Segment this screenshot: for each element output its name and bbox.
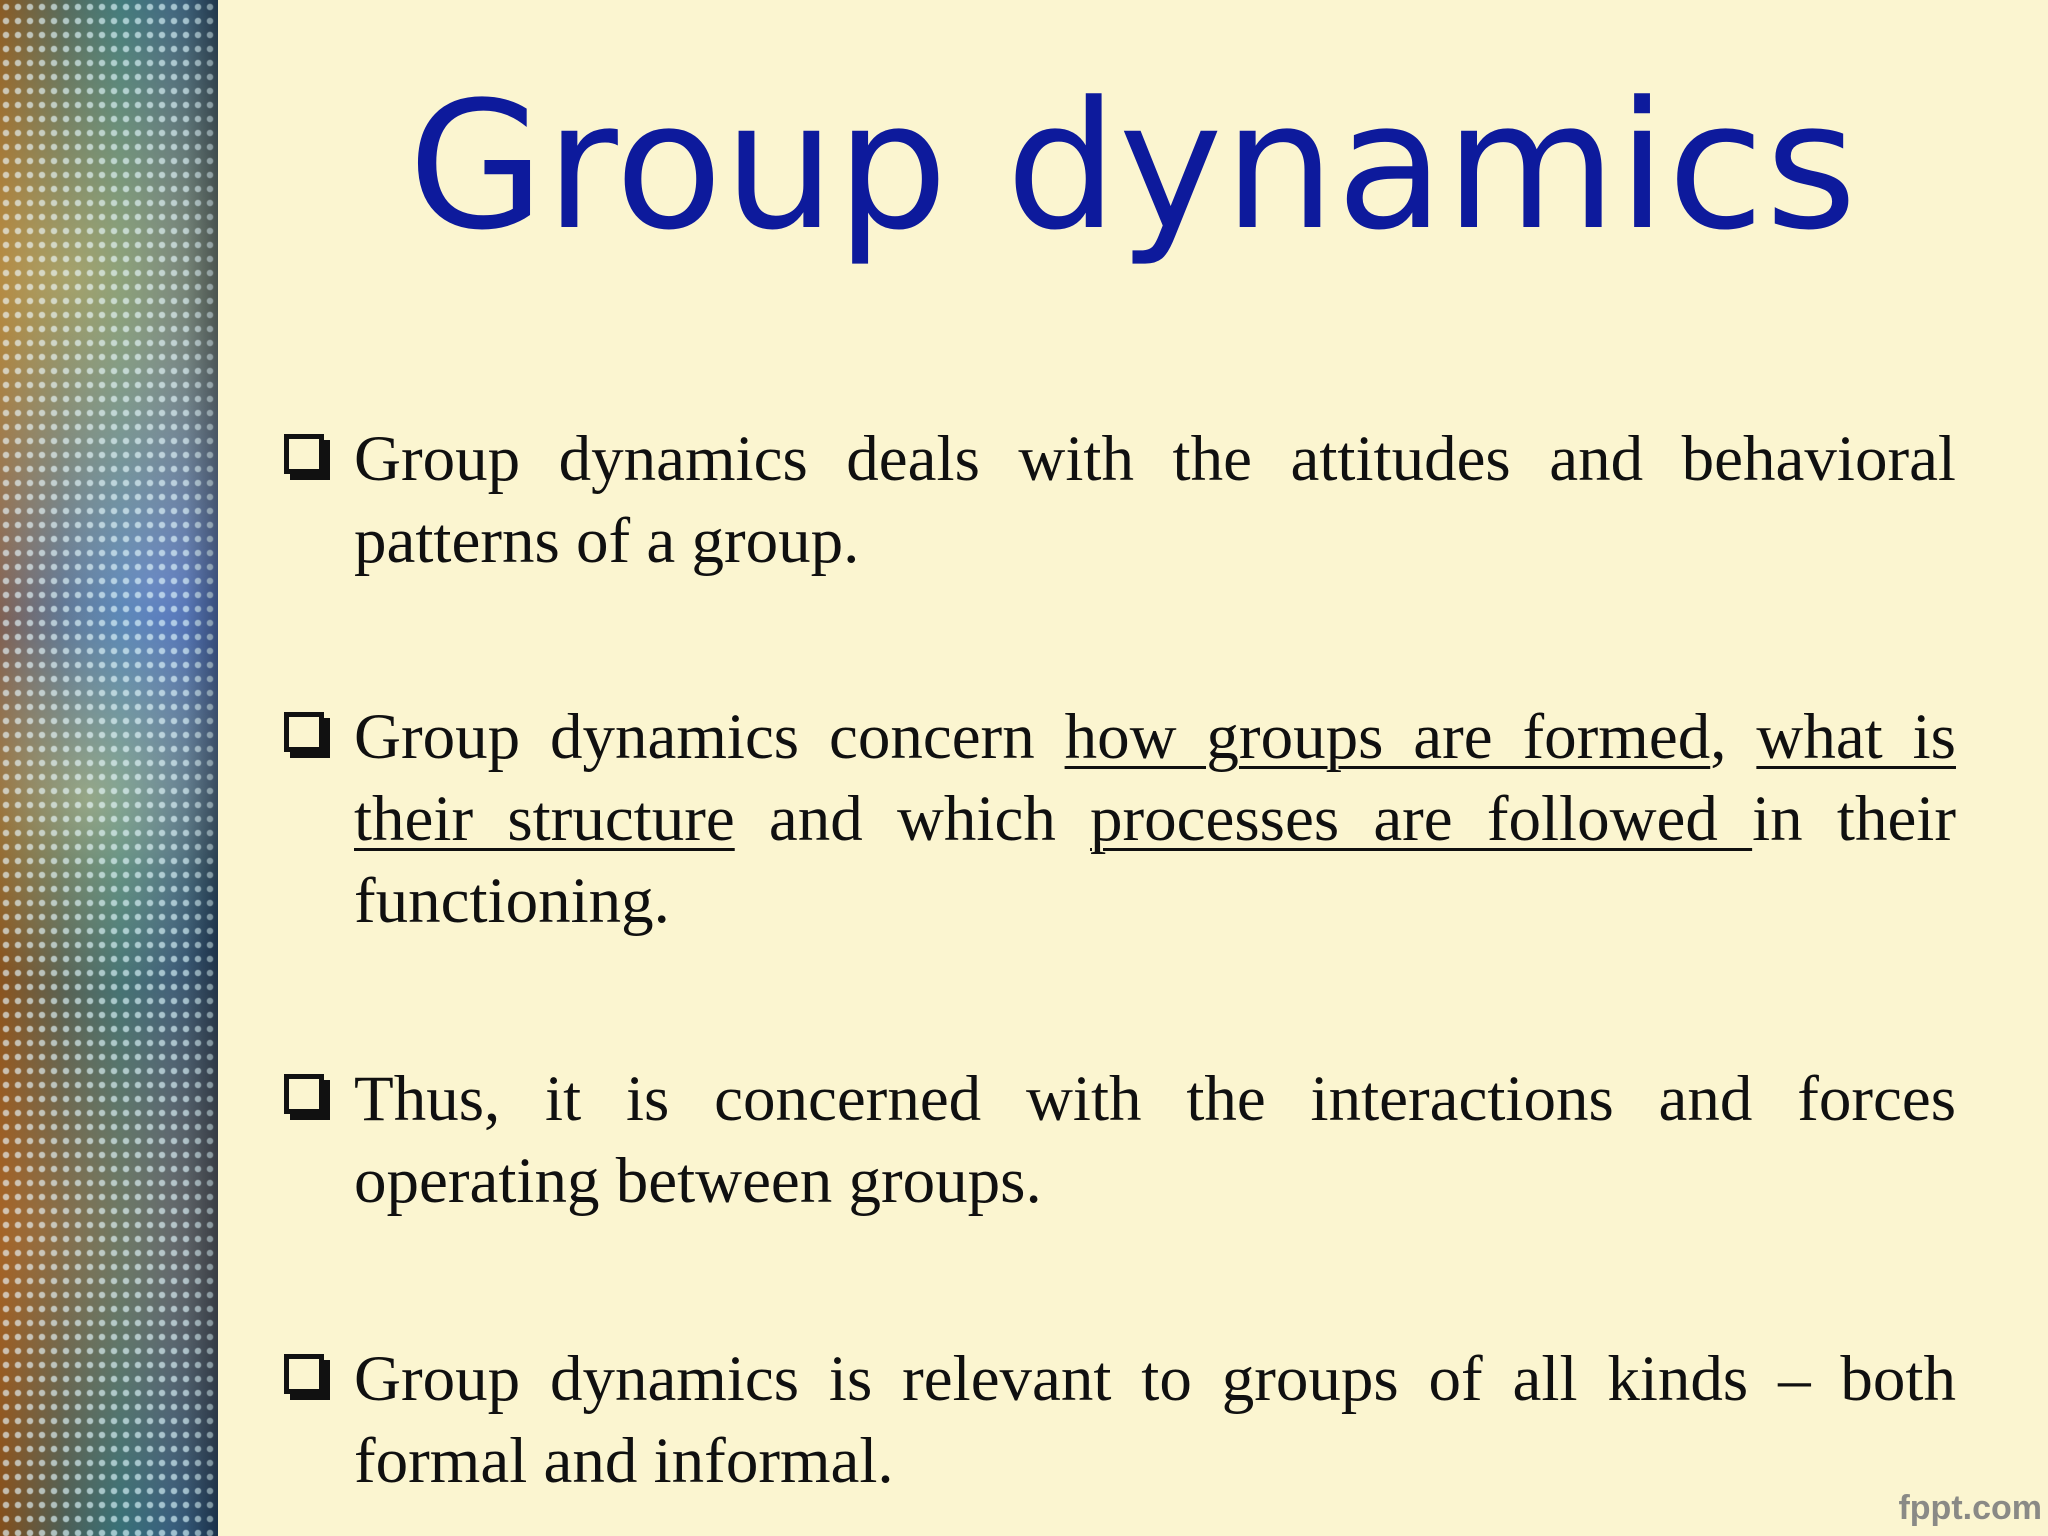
watermark: fppt.com: [1898, 1489, 2042, 1527]
bullet-item: Group dynamics concern how groups are fo…: [280, 696, 1956, 942]
bullet-text-part: ,: [1710, 701, 1757, 773]
decorative-sidebar: [0, 0, 218, 1536]
checkbox-square-icon: [284, 712, 324, 752]
underlined-phrase: what is their structure: [354, 701, 1956, 855]
checkbox-square-icon: [284, 1354, 324, 1394]
bullet-item: Thus, it is concerned with the interacti…: [280, 1058, 1956, 1222]
bullet-text: Group dynamics deals with the attitudes …: [354, 423, 1956, 577]
checkbox-square-icon: [284, 1074, 324, 1114]
bullet-item: Group dynamics is relevant to groups of …: [280, 1338, 1956, 1502]
underlined-phrase: how groups are formed: [1064, 701, 1711, 773]
bullet-text: Thus, it is concerned with the interacti…: [354, 1063, 1956, 1217]
slide-title: Group dynamics: [408, 64, 1858, 269]
underlined-phrase: processes are followed: [1090, 783, 1753, 855]
bullet-text-part: Group dynamics concern: [354, 701, 1065, 773]
checkbox-square-icon: [284, 434, 324, 474]
bullet-text-part: in their functioning.: [354, 783, 1956, 937]
bullet-list: Group dynamics deals with the attitudes …: [280, 418, 1956, 1502]
bullet-text-part: and which: [734, 783, 1091, 855]
bullet-item: Group dynamics deals with the attitudes …: [280, 418, 1956, 582]
bullet-text: Group dynamics is relevant to groups of …: [354, 1343, 1956, 1497]
